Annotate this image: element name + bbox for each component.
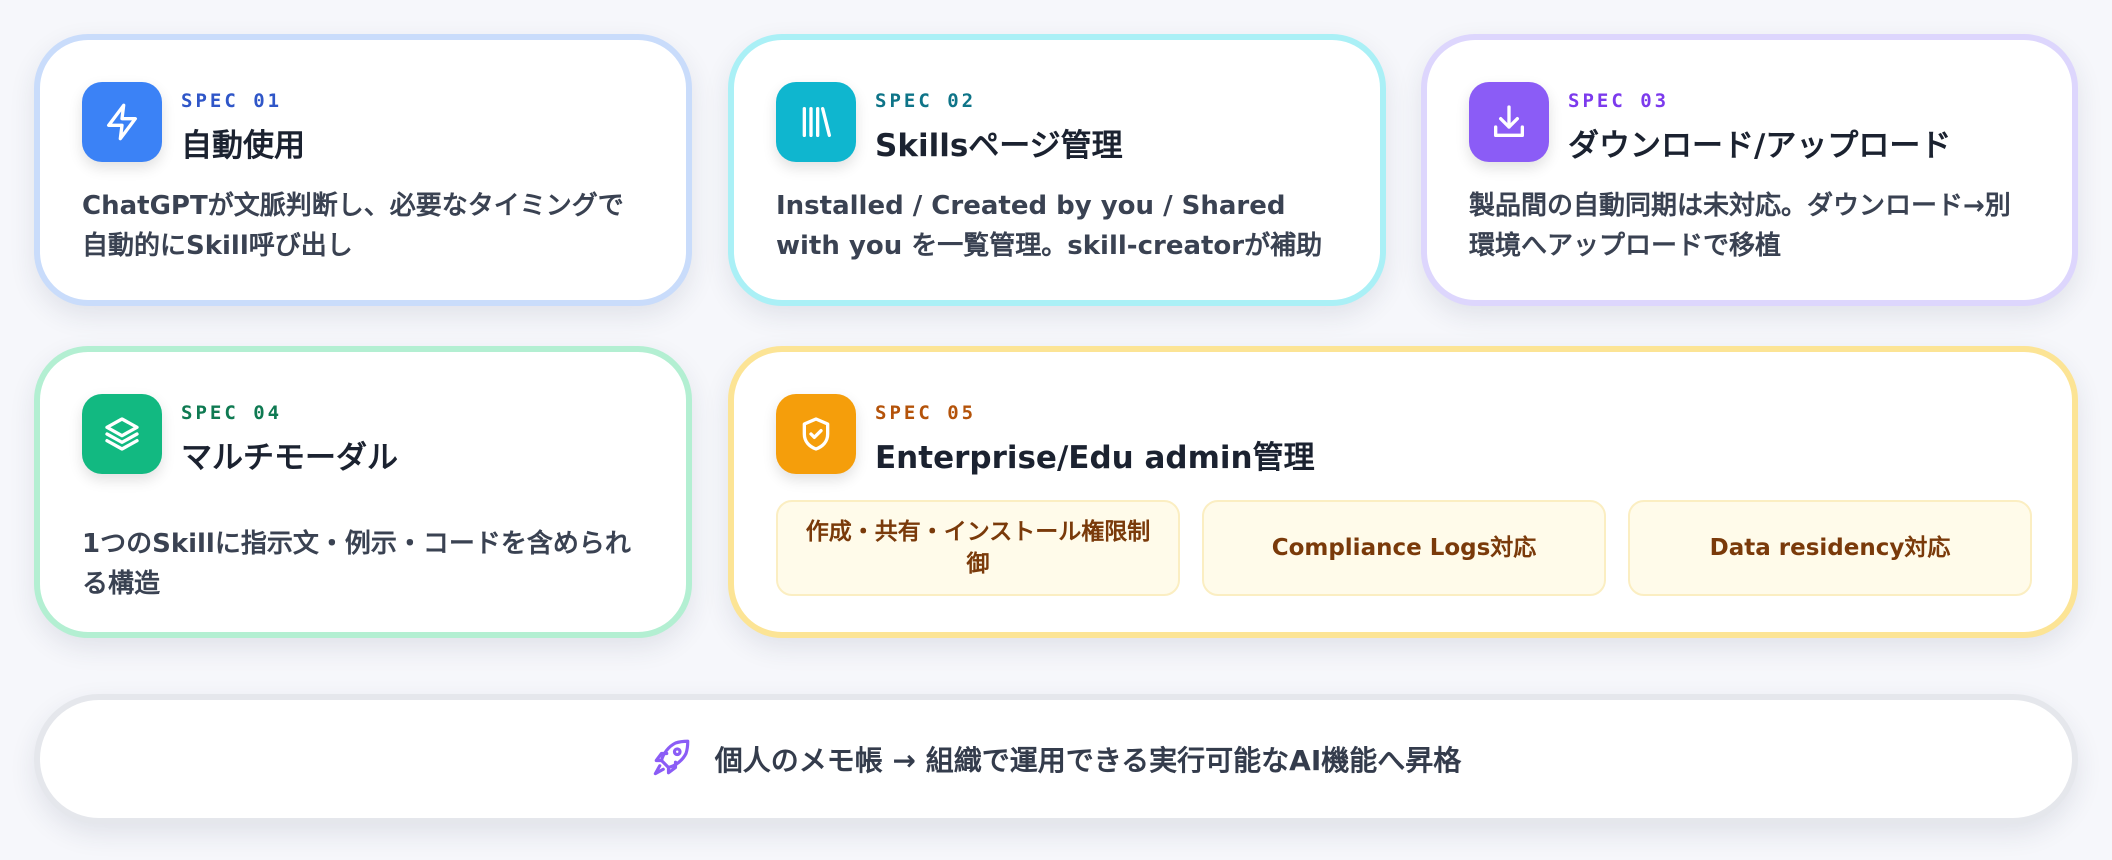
summary-text: 個人のメモ帳 → 組織で運用できる実行可能なAI機能へ昇格 (714, 744, 1462, 777)
download-icon (1469, 82, 1549, 162)
spec-card-05: SPEC 05 Enterprise/Edu admin管理 作成・共有・インス… (728, 346, 2078, 638)
card-title: ダウンロード/アップロード (1568, 128, 1952, 164)
layers-icon (82, 394, 162, 474)
feature-chip-data-residency: Data residency対応 (1628, 500, 2032, 596)
card-description: 製品間の自動同期は未対応。ダウンロード→別環境へアップロードで移植 (1469, 191, 2011, 261)
summary-banner: 個人のメモ帳 → 組織で運用できる実行可能なAI機能へ昇格 (34, 694, 2078, 824)
spec-label: SPEC 03 (1568, 90, 1670, 112)
spec-label: SPEC 04 (181, 402, 283, 424)
lightning-icon (82, 82, 162, 162)
spec-card-01: SPEC 01 自動使用 ChatGPTが文脈判断し、必要なタイミングで自動的に… (34, 34, 692, 306)
feature-chips: 作成・共有・インストール権限制御 Compliance Logs対応 Data … (776, 500, 2032, 596)
feature-chip-permissions: 作成・共有・インストール権限制御 (776, 500, 1180, 596)
card-title: Enterprise/Edu admin管理 (875, 440, 1315, 476)
spec-card-04: SPEC 04 マルチモーダル 1つのSkillに指示文・例示・コードを含められ… (34, 346, 692, 638)
rocket-icon (651, 736, 693, 782)
library-icon (776, 82, 856, 162)
spec-label: SPEC 01 (181, 90, 283, 112)
spec-card-03: SPEC 03 ダウンロード/アップロード 製品間の自動同期は未対応。ダウンロー… (1421, 34, 2078, 306)
spec-label: SPEC 05 (875, 402, 977, 424)
card-description: ChatGPTが文脈判断し、必要なタイミングで自動的にSkill呼び出し (82, 191, 624, 261)
card-title: マルチモーダル (181, 440, 398, 476)
spec-card-02: SPEC 02 Skillsページ管理 Installed / Created … (728, 34, 1386, 306)
card-description: Installed / Created by you / Shared with… (776, 191, 1323, 261)
feature-chip-compliance-logs: Compliance Logs対応 (1202, 500, 1606, 596)
card-title: 自動使用 (181, 128, 305, 164)
spec-label: SPEC 02 (875, 90, 977, 112)
card-title: Skillsページ管理 (875, 128, 1123, 164)
shield-check-icon (776, 394, 856, 474)
card-description: 1つのSkillに指示文・例示・コードを含められる構造 (82, 529, 631, 599)
